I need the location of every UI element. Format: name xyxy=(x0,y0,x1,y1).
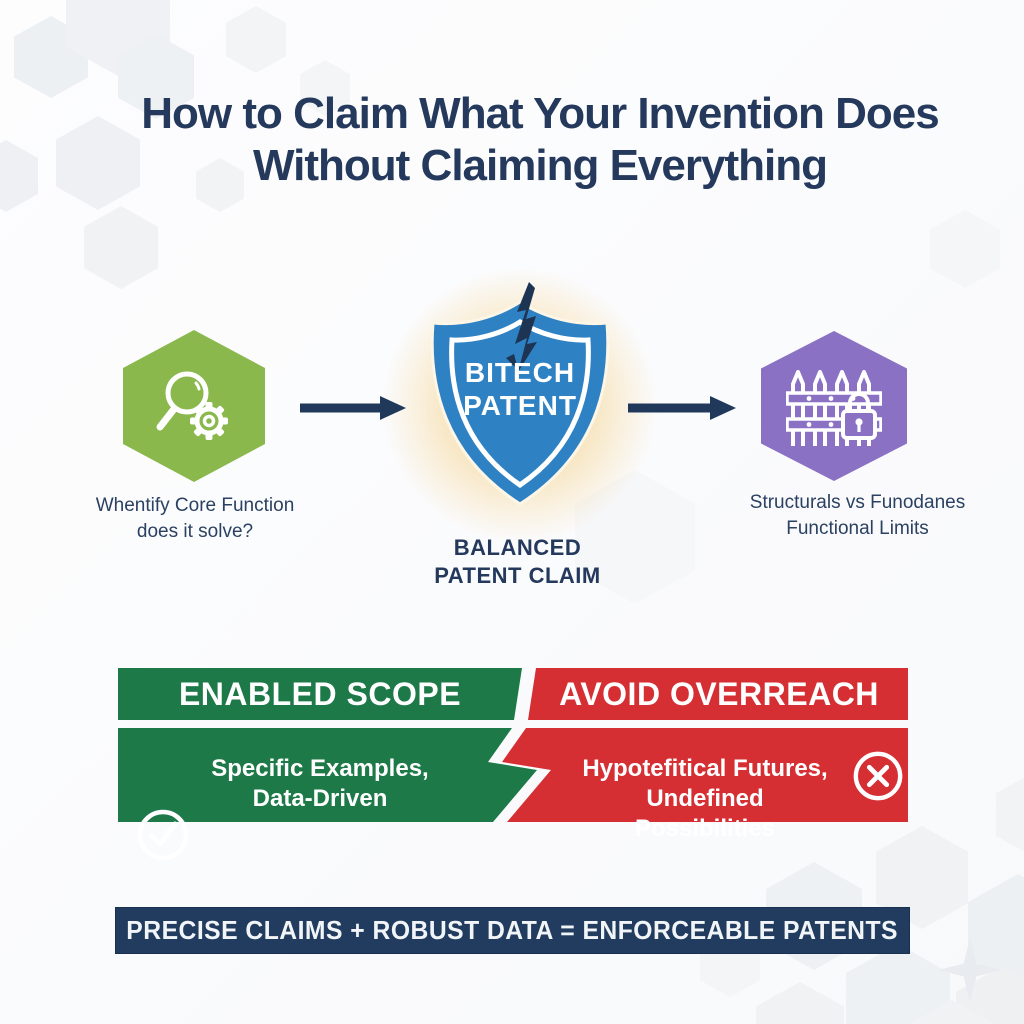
cracked-shield-icon xyxy=(430,282,610,506)
enabled-scope-body-line2: Data-Driven xyxy=(252,785,388,812)
magnifier-gear-icon xyxy=(156,371,228,440)
footer-text: PRECISE CLAIMS + ROBUST DATA = ENFORCEAB… xyxy=(126,915,899,945)
background-hexagon xyxy=(118,34,194,119)
background-hexagon xyxy=(226,6,286,73)
arrow-right-icon xyxy=(628,396,736,420)
background-hexagon xyxy=(756,982,844,1024)
avoid-overreach-header: AVOID OVERREACH xyxy=(559,676,879,712)
enabled-scope-body-band xyxy=(118,728,537,822)
step1-caption-line1: Whentify Core Function xyxy=(95,495,295,516)
background-hexagon xyxy=(0,140,38,212)
step1-caption-line2: does it solve? xyxy=(136,521,254,542)
title-line1: How to Claim What Your Invention Does xyxy=(141,89,939,138)
step1-caption: Whentify Core Function does it solve? xyxy=(70,493,320,545)
enabled-scope-body: Specific Examples, Data-Driven xyxy=(200,754,440,814)
shield-caption: BALANCED PATENT CLAIM xyxy=(395,534,640,590)
step3-caption: Structurals vs Funodanes Functional Limi… xyxy=(715,490,1000,542)
background-hexagon xyxy=(84,206,158,289)
step3-caption-line1: Structurals vs Funodanes xyxy=(749,492,966,513)
background-hexagon xyxy=(300,60,350,116)
x-circle-icon xyxy=(853,751,903,801)
background-hexagon xyxy=(996,772,1024,857)
shield-text-line1: BITECH xyxy=(464,357,576,388)
background-hexagon xyxy=(56,116,140,210)
title-line2: Without Claiming Everything xyxy=(253,141,828,190)
arrow-right-icon xyxy=(300,396,406,420)
fence-lock-icon xyxy=(786,370,882,446)
footer-banner: PRECISE CLAIMS + ROBUST DATA = ENFORCEAB… xyxy=(115,907,910,954)
avoid-overreach-body-line2: Undefined Possibilities xyxy=(634,785,776,842)
check-circle-icon xyxy=(137,809,189,861)
shield-text: BITECH PATENT xyxy=(420,356,620,422)
enabled-scope-header-band xyxy=(118,668,522,720)
avoid-overreach-body: Hypotefitical Futures, Undefined Possibi… xyxy=(573,754,837,844)
background-hexagon xyxy=(930,210,1000,288)
enabled-scope-header: ENABLED SCOPE xyxy=(178,676,462,712)
step1-hexagon xyxy=(123,330,265,482)
step3-caption-line2: Functional Limits xyxy=(786,518,929,539)
avoid-overreach-body-band xyxy=(502,728,908,822)
comparison-banners: ENABLED SCOPE AVOID OVERREACH Specific E… xyxy=(118,668,908,861)
background-hexagon xyxy=(196,158,244,212)
avoid-overreach-header-band xyxy=(528,668,908,720)
shield-caption-line1: BALANCED xyxy=(453,535,582,560)
enabled-scope-body-line1: Specific Examples, xyxy=(211,755,429,782)
avoid-overreach-body-line1: Hypotefitical Futures, xyxy=(582,755,828,782)
shield-caption-line2: PATENT CLAIM xyxy=(434,563,601,588)
step3-hexagon xyxy=(761,331,907,481)
shield-crack xyxy=(515,282,537,372)
shield-text-line2: PATENT xyxy=(463,390,577,421)
page-title: How to Claim What Your Invention Does Wi… xyxy=(60,88,1020,192)
